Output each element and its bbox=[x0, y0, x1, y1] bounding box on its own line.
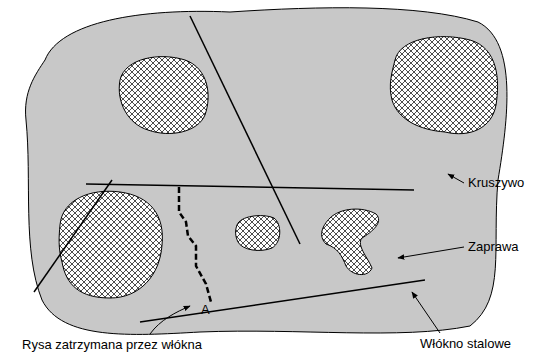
aggregate bbox=[390, 37, 497, 134]
leader-lines bbox=[150, 174, 464, 334]
steel-fibre bbox=[34, 180, 112, 292]
aggregate bbox=[322, 209, 379, 275]
leader-line bbox=[412, 292, 440, 333]
part-label: Włókno stalowe bbox=[420, 337, 511, 351]
aggregate bbox=[119, 57, 208, 134]
aggregate bbox=[59, 191, 162, 298]
point-label: A bbox=[201, 303, 210, 317]
leader-line bbox=[448, 174, 464, 183]
aggregate bbox=[236, 216, 280, 251]
steel-fibre bbox=[190, 16, 300, 244]
steel-fibres bbox=[34, 16, 425, 322]
leader-line bbox=[150, 306, 190, 334]
part-label: Zaprawa bbox=[468, 240, 519, 254]
concrete-matrix bbox=[26, 8, 507, 335]
leader-line bbox=[398, 247, 464, 258]
steel-fibre bbox=[140, 280, 425, 322]
part-label: Rysa zatrzymana przez włókna bbox=[22, 338, 202, 352]
aggregate-grains bbox=[59, 37, 497, 298]
crack bbox=[179, 187, 211, 302]
part-label: Kruszywo bbox=[468, 176, 524, 190]
steel-fibre bbox=[86, 184, 414, 190]
